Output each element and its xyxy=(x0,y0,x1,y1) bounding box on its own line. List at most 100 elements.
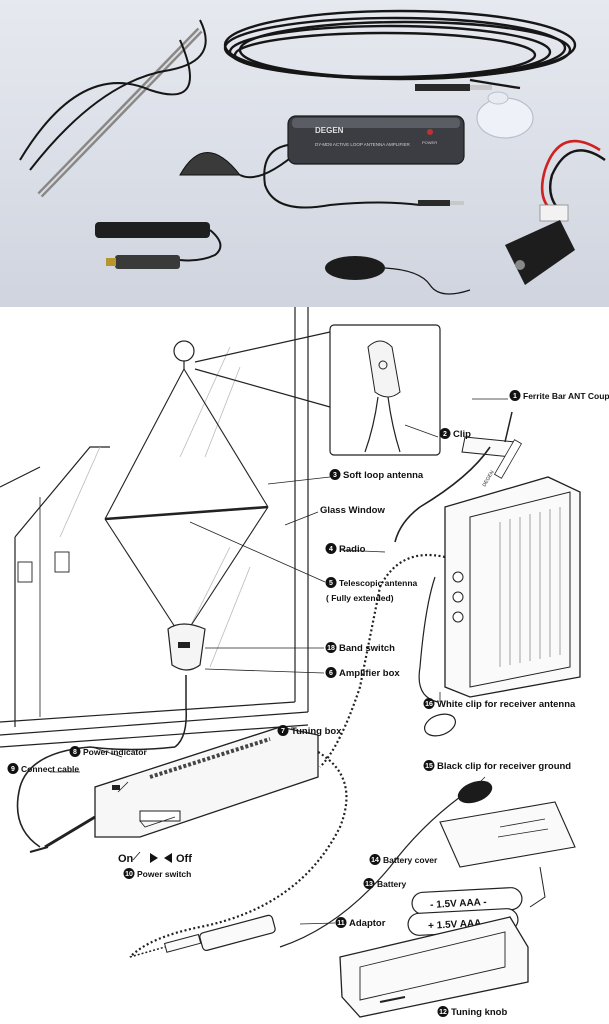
callout-number: 18 xyxy=(327,645,335,652)
telescopic-antenna-bar xyxy=(104,505,269,522)
black-clip xyxy=(279,780,493,948)
callout-text: Black clip for receiver ground xyxy=(437,761,571,772)
callout-8: 8 Power indicator xyxy=(69,746,147,757)
callout-text: Amplifier box xyxy=(339,668,400,679)
power-indicator-text: POWER xyxy=(422,140,437,145)
callout-number-badge xyxy=(363,878,375,889)
callout-number: 16 xyxy=(425,701,433,708)
callout-number-badge xyxy=(437,1006,449,1017)
callout-number-badge xyxy=(325,667,337,678)
callout-18: 18 Band switch xyxy=(325,642,395,654)
callout-text: Battery cover xyxy=(383,855,438,865)
callout-number: 5 xyxy=(329,580,333,587)
radio xyxy=(444,476,581,698)
callout-number: 7 xyxy=(281,728,285,735)
callout-9: 9 Connect cable xyxy=(7,763,79,774)
tuning-box-photo: DEGEN DY-MD9 ACTIVE LOOP ANTENNA AMPLIFI… xyxy=(263,115,465,209)
callout-text: ( Fully extended) xyxy=(326,593,394,603)
callout-number: 1 xyxy=(513,393,517,400)
callout-note-6: ( Fully extended) xyxy=(326,593,394,603)
connect-cable xyxy=(16,746,176,848)
callout-number-badge xyxy=(325,543,337,554)
callout-number-badge xyxy=(509,390,521,401)
callout-14: 14 Battery cover xyxy=(369,854,438,865)
callout-number-badge xyxy=(277,725,289,736)
amplifier-box-photo xyxy=(179,149,301,179)
callout-1: 1 Ferrite Bar ANT Coupler xyxy=(509,390,609,401)
callout-number-badge xyxy=(7,763,19,774)
callout-text: Tuning box xyxy=(291,726,342,737)
callout-13: 13 Battery xyxy=(363,878,407,889)
callout-number-badge xyxy=(439,428,451,439)
callout-11: 11 Adaptor xyxy=(335,917,386,929)
coupler-brand-text: DEGEN xyxy=(482,469,496,488)
callout-text: Connect cable xyxy=(21,764,79,774)
white-clip xyxy=(418,576,457,737)
off-label: Off xyxy=(176,853,192,865)
callout-text: Glass Window xyxy=(320,505,385,516)
leader-lines xyxy=(50,398,508,925)
callout-number-badge xyxy=(423,760,435,771)
callout-text: Battery xyxy=(377,879,407,889)
callout-number: 15 xyxy=(425,763,433,770)
callout-text: Band switch xyxy=(339,643,395,654)
callout-5: 5 Telescopic antenna xyxy=(325,577,418,588)
amplifier-box xyxy=(167,623,206,748)
audio-plug-top xyxy=(415,84,492,91)
callout-text: Tuning knob xyxy=(451,1007,507,1018)
battery-cover xyxy=(439,801,576,868)
callout-number: 11 xyxy=(337,920,345,927)
callout-text: Soft loop antenna xyxy=(343,470,424,481)
callout-number: 14 xyxy=(371,857,379,864)
callout-number-badge xyxy=(369,854,381,865)
callout-16: 16 White clip for receiver antenna xyxy=(423,698,576,710)
tuning-box-brand: DEGEN xyxy=(315,126,344,135)
callout-4: 4 Radio xyxy=(325,543,366,555)
callout-12: 12 Tuning knob xyxy=(437,1006,507,1018)
product-photo-art: DEGEN DY-MD9 ACTIVE LOOP ANTENNA AMPLIFI… xyxy=(19,9,606,295)
battery-compartment xyxy=(339,866,546,1018)
tuning-box-model: DY-MD9 ACTIVE LOOP ANTENNA AMPLIFIER xyxy=(315,142,411,147)
callout-text: Power indicator xyxy=(83,747,147,757)
callout-number: 2 xyxy=(443,431,447,438)
on-off-arrows: On Off xyxy=(118,853,192,865)
callout-6: 6 Amplifier box xyxy=(325,667,400,679)
connection-diagram-art: DEGEN xyxy=(0,307,609,1018)
soft-loop-antenna xyxy=(104,368,269,628)
callout-number: 10 xyxy=(125,871,133,878)
callout-text: Telescopic antenna xyxy=(339,578,418,588)
dotted-cable-radio xyxy=(129,553,446,958)
callout-number: 4 xyxy=(329,546,333,553)
telescopic-antenna xyxy=(19,19,207,198)
callout-number: 9 xyxy=(11,766,15,773)
callout-number: 6 xyxy=(329,670,333,677)
callout-text: White clip for receiver antenna xyxy=(437,699,576,710)
callout-text: Radio xyxy=(339,544,366,555)
callout-note-3: Glass Window xyxy=(320,505,385,516)
callout-number-badge xyxy=(329,469,341,480)
callout-number: 13 xyxy=(365,881,373,888)
glass-window xyxy=(0,307,309,748)
callout-text: Ferrite Bar ANT Coupler xyxy=(523,391,609,401)
callout-15: 15 Black clip for receiver ground xyxy=(423,760,571,772)
red-black-cable-photo xyxy=(505,139,606,285)
callout-text: Power switch xyxy=(137,869,191,879)
adaptor-cable-photo xyxy=(95,222,222,269)
callout-7: 7 Tuning box xyxy=(277,725,342,737)
black-clip-photo xyxy=(325,256,471,295)
callout-number: 8 xyxy=(73,749,77,756)
callout-text: Adaptor xyxy=(349,918,386,929)
coiled-cable xyxy=(223,9,577,90)
connection-diagram: DEGEN xyxy=(0,307,609,1024)
callout-number-badge xyxy=(325,577,337,588)
callout-number-badge xyxy=(69,746,81,757)
callout-number-badge xyxy=(335,917,347,928)
callout-number: 12 xyxy=(439,1009,447,1016)
adaptor xyxy=(129,914,276,958)
callout-number-badge xyxy=(423,698,435,709)
callout-number-badge xyxy=(325,642,337,653)
